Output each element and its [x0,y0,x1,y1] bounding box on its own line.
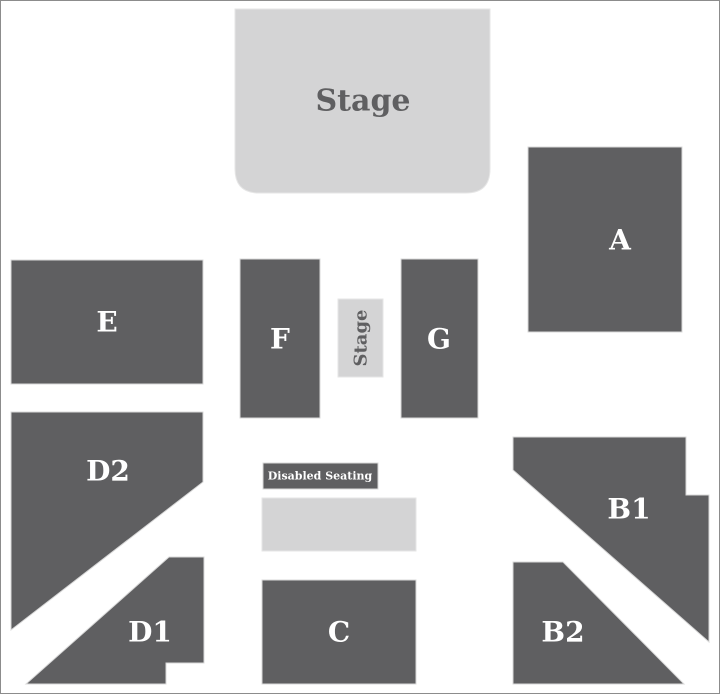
disabled-seating[interactable]: Disabled Seating [261,462,417,552]
section-e-label: E [96,306,117,339]
small-stage-label: Stage [351,309,372,366]
main-stage: Stage [234,8,491,194]
section-d2-label: D2 [86,455,130,488]
section-b1-label: B1 [607,493,650,526]
section-g-label: G [427,323,451,356]
section-c-label: C [328,616,350,649]
disabled-seating-label: Disabled Seating [268,470,373,483]
disabled-seating-area [261,497,417,552]
section-a[interactable]: A [527,146,683,333]
section-f-label: F [270,323,290,356]
main-stage-label: Stage [315,84,410,119]
section-b2-label: B2 [541,616,584,649]
section-b2[interactable]: B2 [512,561,686,685]
section-a-label: A [608,224,632,257]
section-f[interactable]: F [239,258,321,419]
section-d1-label: D1 [128,616,172,649]
section-c[interactable]: C [261,579,417,685]
section-d2[interactable]: D2 [10,411,204,632]
small-stage: Stage [337,298,384,378]
section-e[interactable]: E [10,259,204,385]
section-d1[interactable]: D1 [24,556,205,685]
section-g[interactable]: G [400,258,479,419]
section-b1[interactable]: B1 [512,436,710,644]
